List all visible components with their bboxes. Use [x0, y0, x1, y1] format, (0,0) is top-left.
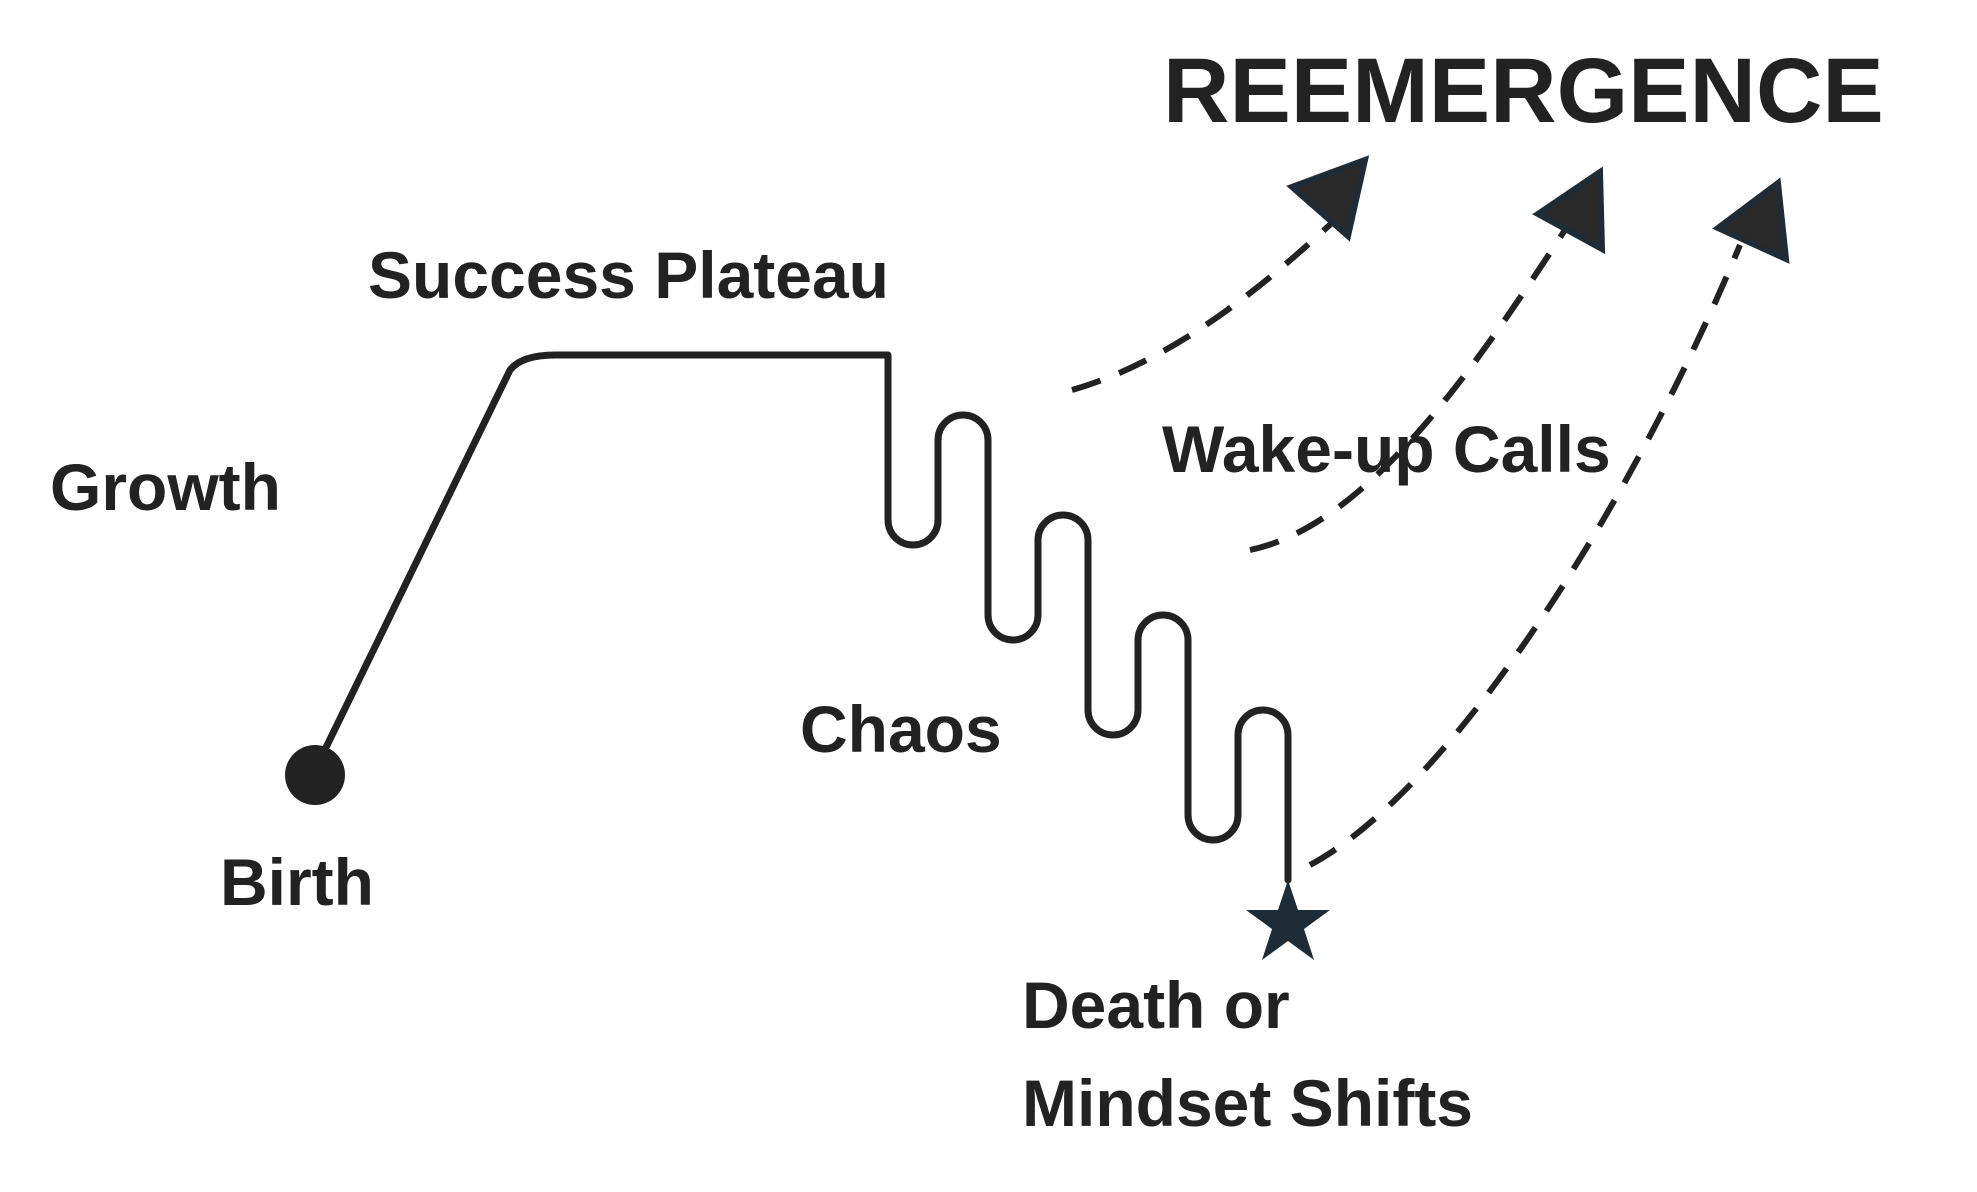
life-path-line	[311, 351, 1292, 884]
birth-dot-icon	[285, 745, 345, 805]
arrowhead-icon-1	[1286, 155, 1370, 242]
arrowhead-icon-2	[1532, 166, 1606, 255]
label-success-plateau: Success Plateau	[368, 238, 889, 312]
label-chaos: Chaos	[800, 692, 1002, 766]
label-wake-up-calls: Wake-up Calls	[1162, 412, 1611, 486]
wake-up-arrow-line-1	[1071, 217, 1338, 393]
death-star-icon	[1246, 880, 1330, 960]
label-death-line-1: Death or	[1022, 968, 1290, 1042]
wake-up-arrow-line-3	[1308, 243, 1743, 868]
label-birth: Birth	[220, 845, 374, 919]
label-death-line-2: Mindset Shifts	[1022, 1066, 1473, 1140]
arrowhead-icon-3	[1712, 177, 1790, 264]
wake-up-arrow-line-2	[1249, 228, 1568, 553]
label-growth: Growth	[50, 450, 281, 524]
title-reemergence: REEMERGENCE	[1163, 40, 1884, 142]
